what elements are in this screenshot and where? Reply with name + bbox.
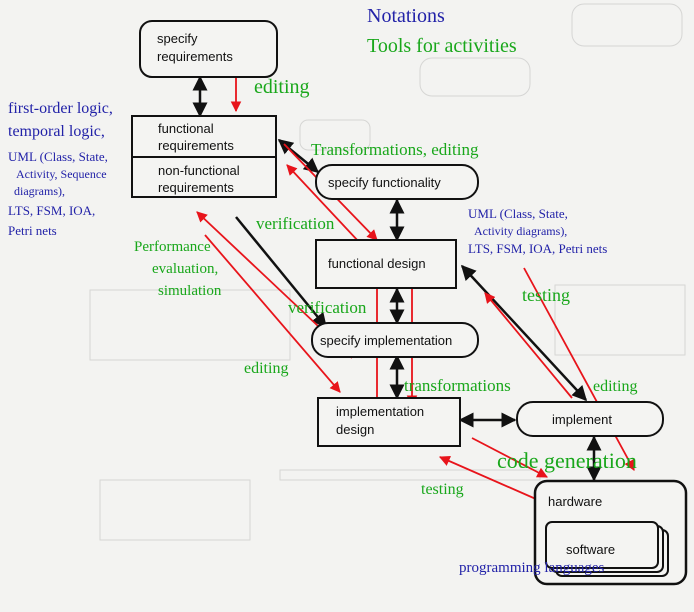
notation-temporal-logic: temporal logic,	[8, 123, 105, 140]
software-stack: software	[545, 521, 669, 577]
non-functional-requirements-line-1: non-functional	[158, 163, 240, 178]
node-specify-implementation: specify implementation	[311, 322, 479, 358]
annotation-testing-bottom: testing	[421, 481, 464, 498]
notation-uml-line-4: LTS, FSM, IOA,	[8, 203, 95, 218]
annotation-transformations: transformations	[404, 376, 511, 395]
notation-first-order-logic: first-order logic,	[8, 100, 113, 117]
notation-uml-line-3: diagrams),	[14, 184, 65, 198]
notation-right-line-2: Activity diagrams),	[474, 224, 567, 238]
notations-right: UML (Class, State, Activity diagrams), L…	[468, 206, 607, 256]
non-functional-requirements-line-2: requirements	[158, 180, 234, 195]
functional-requirements-line-2: requirements	[158, 138, 234, 153]
annotation-transformations-editing: Transformations, editing	[311, 140, 479, 159]
node-specify-requirements: specify requirements	[139, 20, 278, 78]
header-notations: Notations	[367, 5, 445, 27]
functional-requirements-line-1: functional	[158, 121, 214, 136]
annotation-performance-line-3: simulation	[158, 283, 222, 299]
red-arrow-testing-right	[484, 292, 573, 399]
specify-requirements-line-1: specify	[157, 31, 198, 46]
node-specify-functionality: specify functionality	[315, 164, 479, 200]
red-arrow-editing-mid	[204, 234, 341, 393]
annotation-testing-right: testing	[522, 285, 570, 305]
annotation-verification-2: verification	[288, 298, 367, 317]
annotation-code-generation: code generation	[497, 448, 637, 473]
specify-functionality-label: specify functionality	[328, 175, 441, 190]
annotation-editing-top: editing	[254, 76, 310, 98]
annotation-performance-line-2: evaluation,	[152, 261, 218, 277]
node-implementation-design: implementation design	[317, 397, 461, 447]
implement-label: implement	[552, 412, 612, 427]
annotation-performance-line-1: Performance	[134, 239, 211, 255]
red-arrow-code-generation	[471, 437, 548, 478]
notation-right-line-3: LTS, FSM, IOA, Petri nets	[468, 241, 607, 256]
specify-requirements-line-2: requirements	[157, 49, 233, 64]
notations-left: first-order logic, temporal logic, UML (…	[8, 100, 113, 238]
red-arrow-testing-bottom	[439, 455, 546, 504]
functional-design-label: functional design	[328, 256, 426, 271]
annotation-editing-right: editing	[593, 378, 637, 395]
annotation-editing-mid: editing	[244, 360, 288, 377]
software-label: software	[566, 542, 615, 557]
notation-right-line-1: UML (Class, State,	[468, 206, 568, 221]
annotation-verification-1: verification	[256, 214, 335, 233]
arrow-functional-design-to-implement	[460, 264, 588, 402]
implementation-design-line-1: implementation	[336, 404, 424, 419]
hardware-label: hardware	[548, 494, 602, 509]
notation-uml-line-1: UML (Class, State,	[8, 149, 108, 164]
arrow-specify-impl-to-nonfunctional	[235, 216, 327, 329]
node-implement: implement	[516, 401, 664, 437]
notation-uml-line-2: Activity, Sequence	[16, 167, 107, 181]
flow-arrows	[192, 75, 602, 482]
node-hardware: hardware software	[533, 479, 688, 586]
annotation-programming-languages: programming languages	[459, 560, 605, 576]
node-requirements: functional requirements non-functional r…	[131, 115, 277, 198]
implementation-design-line-2: design	[336, 422, 374, 437]
specify-implementation-label: specify implementation	[320, 333, 452, 348]
activity-annotations: editing Transformations, editing verific…	[134, 76, 637, 576]
node-functional-design: functional design	[315, 239, 457, 289]
notation-uml-line-5: Petri nets	[8, 223, 57, 238]
header-tools: Tools for activities	[367, 35, 517, 57]
